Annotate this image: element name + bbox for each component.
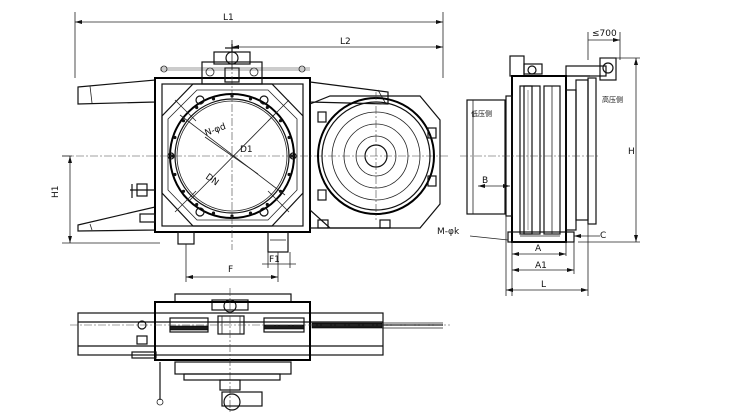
dim-B-label: B bbox=[482, 176, 488, 186]
low-pressure-side-label: 低压侧 bbox=[471, 109, 492, 118]
dim-H1-label: H1 bbox=[51, 186, 61, 199]
dim-C-label: C bbox=[600, 231, 606, 241]
flange-bolt bbox=[211, 211, 216, 215]
flange-bolt bbox=[265, 105, 269, 110]
bolt-ring bbox=[170, 94, 294, 218]
flange-bolt bbox=[278, 119, 283, 123]
dim-F-label: F bbox=[228, 265, 233, 275]
dim-le700-label: ≤700 bbox=[592, 29, 617, 39]
top-view bbox=[70, 288, 450, 412]
flange-bolt bbox=[287, 172, 291, 177]
high-pressure-side-label: 高压侧 bbox=[602, 95, 623, 104]
flange-bolt bbox=[173, 172, 177, 177]
flange-bolt bbox=[195, 202, 199, 207]
bolt-count-label: N-φd bbox=[204, 122, 228, 139]
flange-bolt bbox=[173, 135, 177, 140]
flange-bolt bbox=[181, 119, 186, 123]
side-view: ≤700 低压侧 高压侧 B bbox=[437, 29, 640, 296]
flange-bolt bbox=[181, 189, 186, 193]
flange-bolt bbox=[195, 105, 199, 110]
dim-F1-label: F1 bbox=[269, 255, 280, 265]
dim-H-label: H bbox=[628, 147, 635, 157]
dim-L2-label: L2 bbox=[340, 37, 351, 47]
flange-bolt bbox=[265, 202, 269, 207]
flange-bolt bbox=[248, 211, 253, 215]
front-view: L1 L2 bbox=[51, 12, 450, 282]
dim-DN-label: DN bbox=[203, 172, 220, 188]
flange-bolt bbox=[287, 135, 291, 140]
dim-A1-label: A1 bbox=[535, 261, 547, 271]
flange-bolt bbox=[248, 97, 253, 101]
flange-bolt bbox=[211, 97, 216, 101]
dim-L-label: L bbox=[541, 280, 546, 290]
dim-L1-label: L1 bbox=[223, 13, 234, 23]
mounting-holes-label: M-φk bbox=[437, 227, 460, 237]
dim-A-label: A bbox=[535, 244, 542, 254]
dim-D1-label: D1 bbox=[240, 145, 253, 155]
